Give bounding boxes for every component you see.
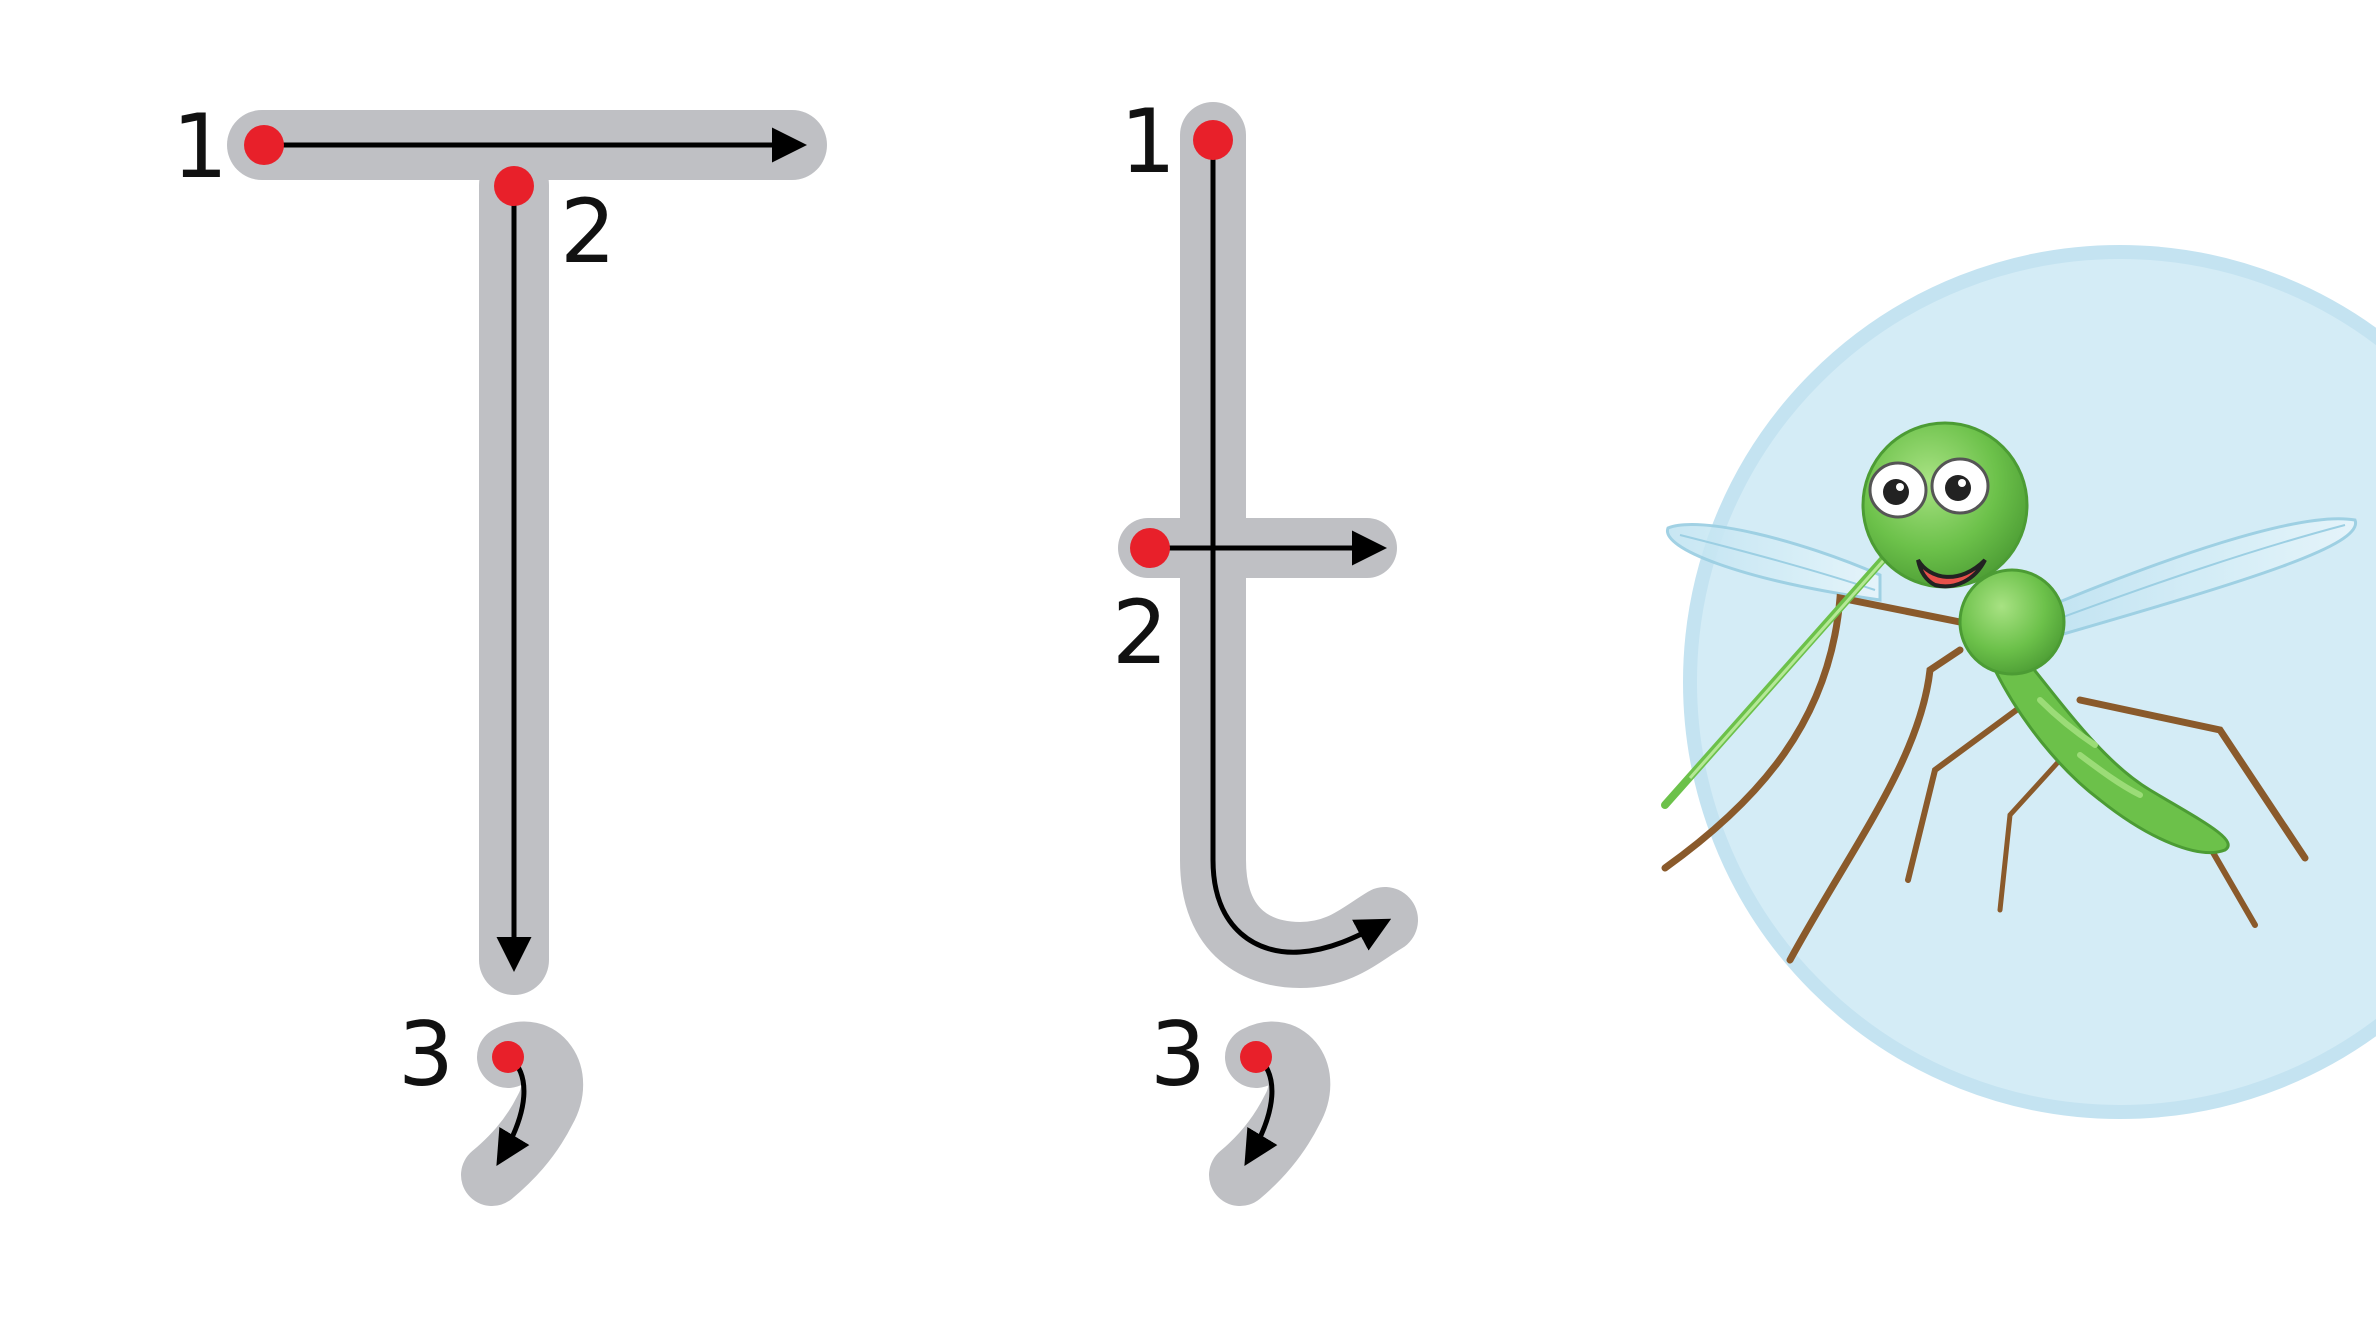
mosquito-leg (1905, 697, 2033, 883)
lowercase-t-stroke-1-arrow (1210, 142, 1392, 955)
uppercase-t-start-dot-3 (492, 1041, 524, 1073)
uppercase-t-label-1: 1 (172, 95, 228, 198)
mosquito-icon (1661, 421, 2358, 964)
lowercase-t-label-3: 3 (1150, 1003, 1206, 1106)
uppercase-t-label-2: 2 (560, 180, 616, 283)
lowercase-t-start-dot-2 (1130, 528, 1170, 568)
lowercase-t-label-2: 2 (1112, 581, 1168, 684)
mosquito-eyes (1868, 457, 1990, 519)
mosquito-leg (1661, 593, 2004, 872)
uppercase-t-start-dot-1 (244, 125, 284, 165)
lowercase-t-start-dot-1 (1193, 120, 1233, 160)
lowercase-t-start-dot-3 (1240, 1041, 1272, 1073)
uppercase-t-start-dot-2 (494, 166, 534, 206)
lowercase-t-label-1: 1 (1120, 90, 1176, 193)
uppercase-t-guide: 1 2 3 (172, 95, 827, 1206)
lowercase-t-guide: 1 2 3 (1112, 90, 1418, 1206)
mosquito-left-wing (1666, 523, 1882, 602)
mosquito-leg (2076, 696, 2309, 862)
mosquito-illustration (1661, 245, 2376, 1119)
mosquito-thorax (1958, 568, 2066, 676)
mosquito-leg (1997, 757, 2063, 913)
uppercase-t-label-3: 3 (398, 1003, 454, 1106)
mosquito-leg (1786, 646, 1964, 964)
mosquito-right-wing (2037, 517, 2358, 637)
mosquito-mouth (1916, 558, 1987, 589)
